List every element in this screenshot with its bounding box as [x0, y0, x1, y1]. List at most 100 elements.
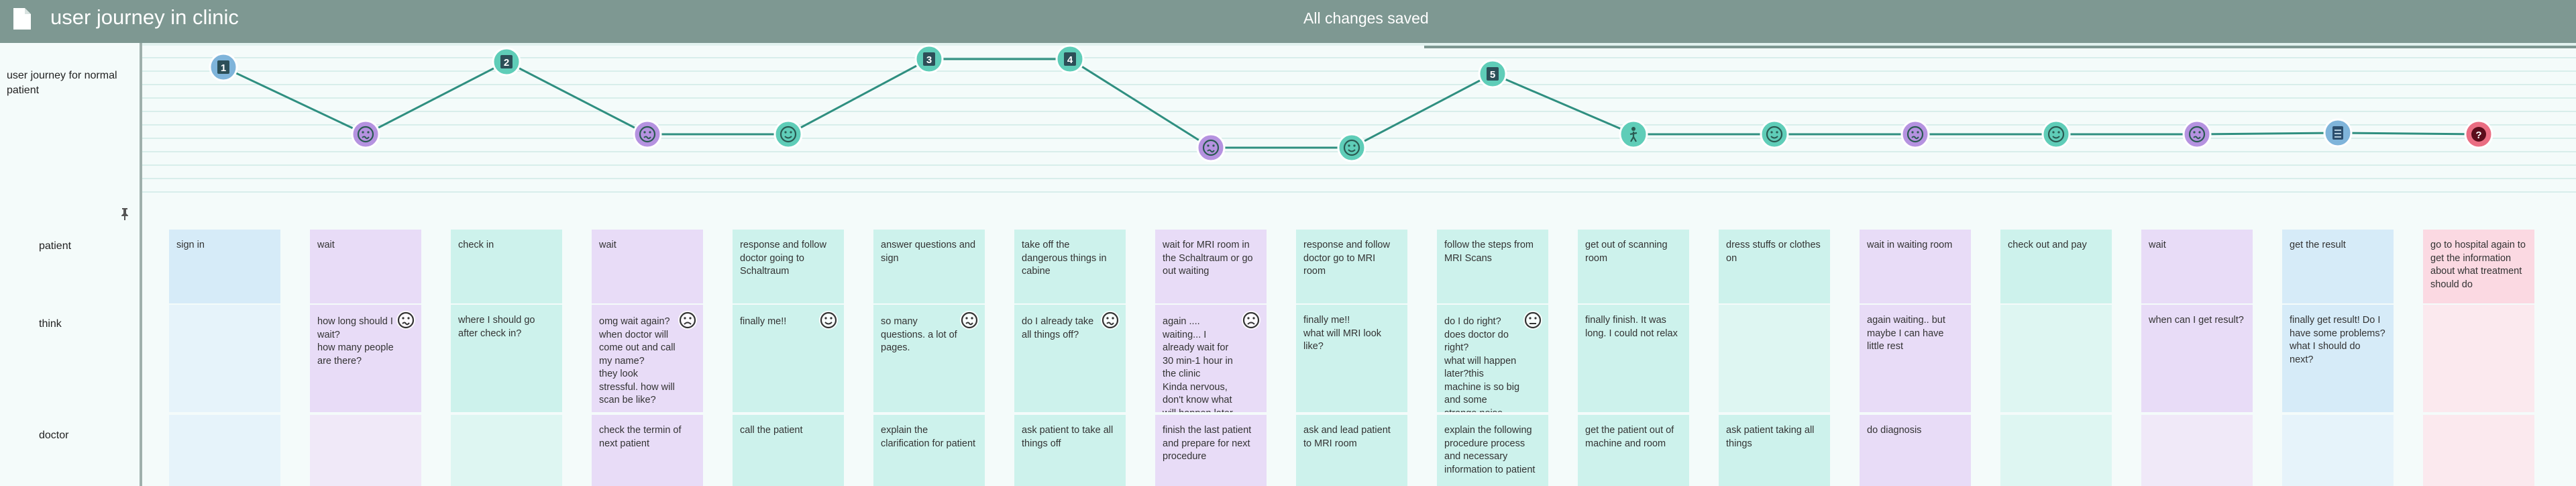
card-patient-step-16[interactable]: get the result [2282, 230, 2394, 303]
journey-marker-number-4-icon[interactable]: 4 [1055, 44, 1085, 74]
journey-marker-confused-face-icon[interactable] [1196, 133, 1226, 162]
card-patient-step-6[interactable]: answer questions and sign [873, 230, 985, 303]
card-doctor-step-8[interactable]: finish the last patient and prepare for … [1155, 415, 1267, 486]
confused-face-icon [960, 311, 979, 330]
card-text: check out and pay [2008, 240, 2087, 250]
card-think-step-1[interactable] [169, 305, 280, 412]
card-patient-step-8[interactable]: wait for MRI room in the Schaltraum or g… [1155, 230, 1267, 303]
journey-marker-smile-face-icon[interactable] [1760, 119, 1789, 149]
card-patient-step-12[interactable]: dress stuffs or clothes on [1719, 230, 1830, 303]
card-text: take off the dangerous things in cabine [1022, 240, 1107, 277]
journey-marker-smile-face-icon[interactable] [773, 119, 803, 149]
card-think-step-14[interactable] [2000, 305, 2112, 412]
row-label-think: think [39, 318, 62, 330]
card-text: wait [599, 240, 616, 250]
journey-marker-walking-person-icon[interactable] [1619, 119, 1648, 149]
document-title[interactable]: user journey in clinic [50, 5, 239, 29]
journey-marker-confused-face-icon[interactable] [633, 119, 662, 149]
card-patient-step-14[interactable]: check out and pay [2000, 230, 2112, 303]
journey-marker-smile-face-icon[interactable] [2041, 119, 2071, 149]
journey-marker-number-1-icon[interactable]: 1 [209, 52, 238, 82]
card-doctor-step-7[interactable]: ask patient to take all things off [1014, 415, 1126, 486]
card-think-step-13[interactable]: again waiting.. but maybe I can have lit… [1860, 305, 1971, 412]
card-think-step-2[interactable]: how long should I wait? how many people … [310, 305, 421, 412]
card-doctor-step-1[interactable] [169, 415, 280, 486]
card-think-step-9[interactable]: finally me!! what will MRI look like? [1296, 305, 1407, 412]
card-text: do diagnosis [1867, 425, 1922, 436]
card-patient-step-11[interactable]: get out of scanning room [1578, 230, 1689, 303]
confused-face-icon [1101, 311, 1120, 330]
card-doctor-step-14[interactable] [2000, 415, 2112, 486]
document-icon[interactable] [12, 7, 32, 31]
card-patient-step-4[interactable]: wait [592, 230, 703, 303]
card-think-step-12[interactable] [1719, 305, 1830, 412]
journey-marker-number-5-icon[interactable]: 5 [1478, 59, 1507, 89]
card-doctor-step-5[interactable]: call the patient [733, 415, 844, 486]
card-patient-step-9[interactable]: response and follow doctor go to MRI roo… [1296, 230, 1407, 303]
card-text: again waiting.. but maybe I can have lit… [1867, 315, 1945, 352]
card-text: dress stuffs or clothes on [1726, 240, 1821, 264]
card-think-step-15[interactable]: when can I get result? [2141, 305, 2253, 412]
card-doctor-step-3[interactable] [451, 415, 562, 486]
card-doctor-step-10[interactable]: explain the following procedure process … [1437, 415, 1548, 486]
card-text: finally get result! Do I have some probl… [2290, 315, 2385, 365]
card-text: so many questions. a lot of pages. [881, 316, 957, 353]
card-text: wait in waiting room [1867, 240, 1953, 250]
marker-number: 4 [1067, 54, 1073, 66]
journey-marker-smile-face-icon[interactable] [1337, 133, 1366, 162]
journey-line-chart: 1 2 3 4 5? [142, 43, 2576, 193]
card-think-step-5[interactable]: finally me!! [733, 305, 844, 412]
journey-marker-confused-face-icon[interactable] [351, 119, 380, 149]
card-text: when can I get result? [2149, 315, 2244, 326]
card-doctor-step-15[interactable] [2141, 415, 2253, 486]
card-doctor-step-6[interactable]: explain the clarification for patient [873, 415, 985, 486]
card-doctor-step-9[interactable]: ask and lead patient to MRI room [1296, 415, 1407, 486]
journey-marker-confused-face-icon[interactable] [2182, 119, 2212, 149]
card-patient-step-15[interactable]: wait [2141, 230, 2253, 303]
journey-marker-confused-face-icon[interactable] [1900, 119, 1930, 149]
card-text: wait for MRI room in the Schaltraum or g… [1163, 240, 1253, 277]
card-patient-step-3[interactable]: check in [451, 230, 562, 303]
card-patient-step-10[interactable]: follow the steps from MRI Scans [1437, 230, 1548, 303]
card-think-step-7[interactable]: do I already take all things off? [1014, 305, 1126, 412]
card-think-step-3[interactable]: where I should go after check in? [451, 305, 562, 412]
confused-face-icon [396, 311, 415, 330]
card-text: follow the steps from MRI Scans [1444, 240, 1534, 264]
journey-marker-question-mark-icon[interactable]: ? [2464, 119, 2493, 149]
card-patient-step-5[interactable]: response and follow doctor going to Scha… [733, 230, 844, 303]
save-status: All changes saved [1303, 9, 1429, 27]
card-think-step-11[interactable]: finally finish. It was long. I could not… [1578, 305, 1689, 412]
card-patient-step-2[interactable]: wait [310, 230, 421, 303]
card-text: ask patient to take all things off [1022, 425, 1114, 449]
card-think-step-6[interactable]: so many questions. a lot of pages. [873, 305, 985, 412]
marker-number: 5 [1490, 69, 1495, 81]
card-patient-step-13[interactable]: wait in waiting room [1860, 230, 1971, 303]
row-header-panel [0, 43, 142, 486]
card-text: go to hospital again to get the informat… [2430, 240, 2526, 290]
card-think-step-10[interactable]: do I do right? does doctor do right? wha… [1437, 305, 1548, 412]
journey-marker-document-icon[interactable] [2323, 118, 2353, 148]
card-think-step-4[interactable]: omg wait again? when doctor will come ou… [592, 305, 703, 412]
card-doctor-step-16[interactable] [2282, 415, 2394, 486]
card-text: finally me!! [740, 316, 787, 327]
card-doctor-step-12[interactable]: ask patient taking all things [1719, 415, 1830, 486]
card-text: get the patient out of machine and room [1585, 425, 1674, 449]
chart-top-border [142, 43, 2576, 46]
card-think-step-8[interactable]: again .... waiting... I already wait for… [1155, 305, 1267, 412]
card-patient-step-7[interactable]: take off the dangerous things in cabine [1014, 230, 1126, 303]
card-patient-step-1[interactable]: sign in [169, 230, 280, 303]
card-think-step-16[interactable]: finally get result! Do I have some probl… [2282, 305, 2394, 412]
card-text: wait [317, 240, 335, 250]
card-doctor-step-2[interactable] [310, 415, 421, 486]
card-doctor-step-4[interactable]: check the termin of next patient [592, 415, 703, 486]
card-text: sign in [176, 240, 205, 250]
card-think-step-17[interactable] [2423, 305, 2534, 412]
card-doctor-step-17[interactable] [2423, 415, 2534, 486]
card-patient-step-17[interactable]: go to hospital again to get the informat… [2423, 230, 2534, 303]
card-doctor-step-13[interactable]: do diagnosis [1860, 415, 1971, 486]
card-text: check the termin of next patient [599, 425, 682, 449]
pin-icon[interactable] [118, 207, 131, 222]
card-doctor-step-11[interactable]: get the patient out of machine and room [1578, 415, 1689, 486]
journey-marker-number-3-icon[interactable]: 3 [914, 44, 944, 74]
journey-marker-number-2-icon[interactable]: 2 [492, 47, 521, 77]
